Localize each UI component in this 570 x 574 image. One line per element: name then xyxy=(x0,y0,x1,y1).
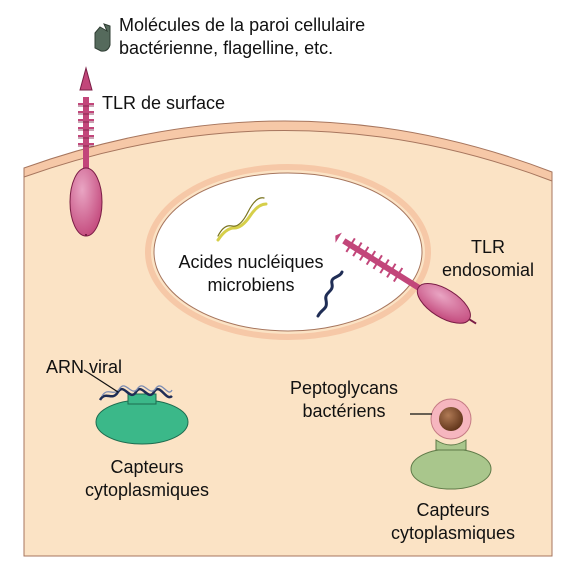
arn-viral-label: ARN viral xyxy=(46,356,122,379)
cell-outline xyxy=(23,176,553,557)
peptidoglycans-label: Peptoglycans bactériens xyxy=(284,377,404,423)
wall-molecules-line-1: Molécules de la paroi cellulaire xyxy=(119,15,366,35)
endosome-lumen xyxy=(153,172,423,332)
arn-viral-leader-line xyxy=(83,369,119,393)
nucleic-acids-label: Acides nucléiques microbiens xyxy=(168,251,334,297)
peptidoglycan-bacterium-icon xyxy=(430,398,472,440)
sensor-right-line-2: cytoplasmiques xyxy=(390,523,516,543)
sensor-right-label: Capteurs cytoplasmiques xyxy=(378,499,528,545)
sensor-left-line-2: cytoplasmiques xyxy=(84,480,210,500)
tlr-endosomal-label: TLR endosomial xyxy=(428,236,548,282)
wall-molecule-icon xyxy=(94,23,111,52)
endosomal-tlr xyxy=(335,232,477,325)
surface-tlr xyxy=(69,66,103,237)
nucleic-acid-yellow-icon xyxy=(216,197,268,242)
arn-viral-text: ARN viral xyxy=(46,357,123,377)
tlr-endosomal-line-1: TLR xyxy=(470,237,505,257)
sensor-left-label: Capteurs cytoplasmiques xyxy=(72,456,222,502)
nucleic-acids-line-1: Acides nucléiques xyxy=(178,252,324,272)
wall-molecules-label: Molécules de la paroi cellulaire bactéri… xyxy=(119,14,365,60)
tlr-endosomal-line-2: endosomial xyxy=(441,260,535,280)
wall-molecules-line-2: bactérienne, flagelline, etc. xyxy=(119,38,334,58)
peptidoglycans-line-2: bactériens xyxy=(302,401,386,421)
tlr-surface-text: TLR de surface xyxy=(102,93,226,113)
nucleic-acids-line-2: microbiens xyxy=(207,275,295,295)
peptidoglycans-line-1: Peptoglycans xyxy=(289,378,399,398)
nucleic-acid-navy-icon xyxy=(316,270,344,318)
sensor-right-line-1: Capteurs xyxy=(416,500,490,520)
sensor-left-line-1: Capteurs xyxy=(110,457,184,477)
sensor-left-icon xyxy=(95,385,189,445)
sensor-right-icon xyxy=(410,439,492,490)
tlr-surface-label: TLR de surface xyxy=(102,92,225,115)
